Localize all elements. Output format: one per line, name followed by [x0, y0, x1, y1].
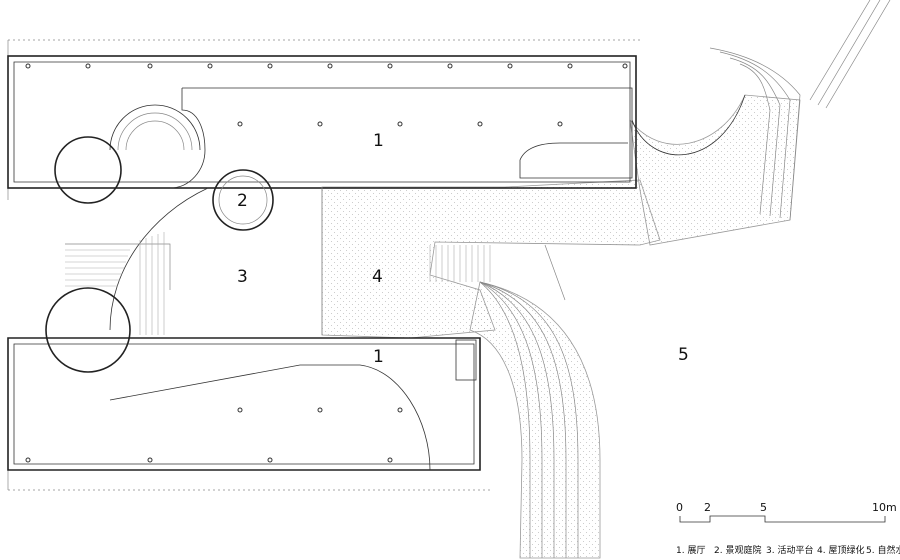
- columns: [25, 63, 628, 463]
- top-exhibition-hall: [7, 55, 637, 189]
- bottom-exhibition-hall: [7, 287, 481, 471]
- top-right-terraces: [631, 0, 891, 221]
- label-natural-water: 5: [678, 345, 689, 365]
- legend-item-activity-platform: 3. 活动平台: [766, 544, 813, 556]
- central-stair: [65, 187, 323, 335]
- legend-item-roof-greening: 4. 屋顶绿化: [817, 544, 864, 556]
- legend: 1. 展厅 2. 景观庭院 3. 活动平台 4. 屋顶绿化 5. 自然水域: [676, 544, 900, 556]
- roof-greening-paving: [321, 94, 801, 559]
- legend-item-natural-water: 5. 自然水域: [866, 544, 900, 556]
- scale-tick-2: 2: [704, 501, 711, 514]
- legend-item-landscape-court: 2. 景观庭院: [714, 544, 761, 556]
- label-exhibition-hall-bottom: 1: [373, 347, 384, 367]
- top-spiral-stair: [54, 104, 201, 204]
- scale-tick-0: 0: [676, 501, 683, 514]
- curved-ramps: [429, 244, 579, 558]
- scale-tick-5: 5: [760, 501, 767, 514]
- label-activity-platform: 3: [237, 267, 248, 287]
- label-exhibition-hall-top: 1: [373, 131, 384, 151]
- scale-tick-10m: 10m: [872, 501, 897, 514]
- legend-item-exhibition-hall: 1. 展厅: [676, 545, 705, 556]
- scale-bar: 0 2 5 10m: [676, 501, 897, 523]
- label-roof-greening: 4: [372, 267, 383, 287]
- landscape-court: [212, 169, 274, 231]
- label-landscape-court: 2: [237, 191, 248, 211]
